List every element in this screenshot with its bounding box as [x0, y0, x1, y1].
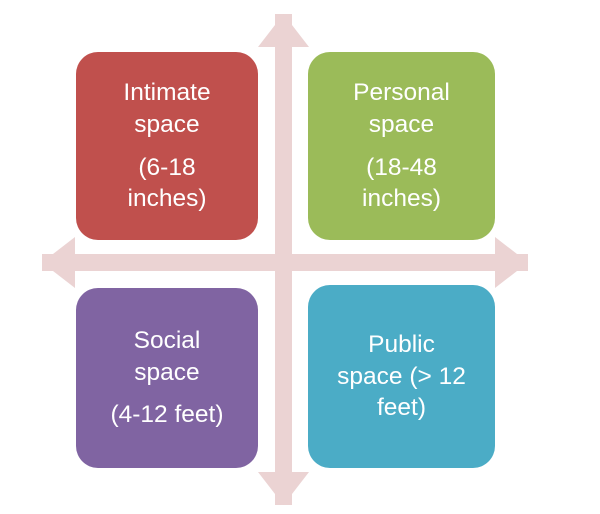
quadrant-line: feet) [376, 394, 427, 422]
quadrant-line: space [134, 358, 200, 386]
quadrant-line: space [368, 110, 435, 138]
arrowhead-left-icon [42, 237, 75, 288]
quadrant-personal-space[interactable]: Personal space (18-48 inches) [308, 52, 495, 240]
axis-horizontal-shaft [42, 254, 528, 271]
quadrant-line: Intimate [123, 78, 211, 106]
quadrant-line: inches) [127, 185, 207, 213]
quadrant-line: inches) [362, 185, 441, 213]
quadrant-line: (6-18 [138, 153, 196, 181]
quadrant-line: Social [133, 326, 201, 354]
arrowhead-down-icon [258, 472, 309, 505]
quadrant-line: space [134, 110, 200, 138]
quadrant-public-space[interactable]: Public space (> 12 feet) [308, 285, 495, 468]
quadrant-line: space (> 12 [337, 362, 466, 390]
quadrant-intimate-space[interactable]: Intimate space (6-18 inches) [76, 52, 258, 240]
quadrant-line: (4-12 feet) [110, 401, 224, 429]
quadrant-line: Public [368, 330, 435, 358]
quadrant-line: (18-48 [366, 153, 437, 181]
quadrant-social-space[interactable]: Social space (4-12 feet) [76, 288, 258, 468]
quadrant-line: Personal [353, 78, 450, 106]
arrowhead-right-icon [495, 237, 528, 288]
arrowhead-up-icon [258, 14, 309, 47]
